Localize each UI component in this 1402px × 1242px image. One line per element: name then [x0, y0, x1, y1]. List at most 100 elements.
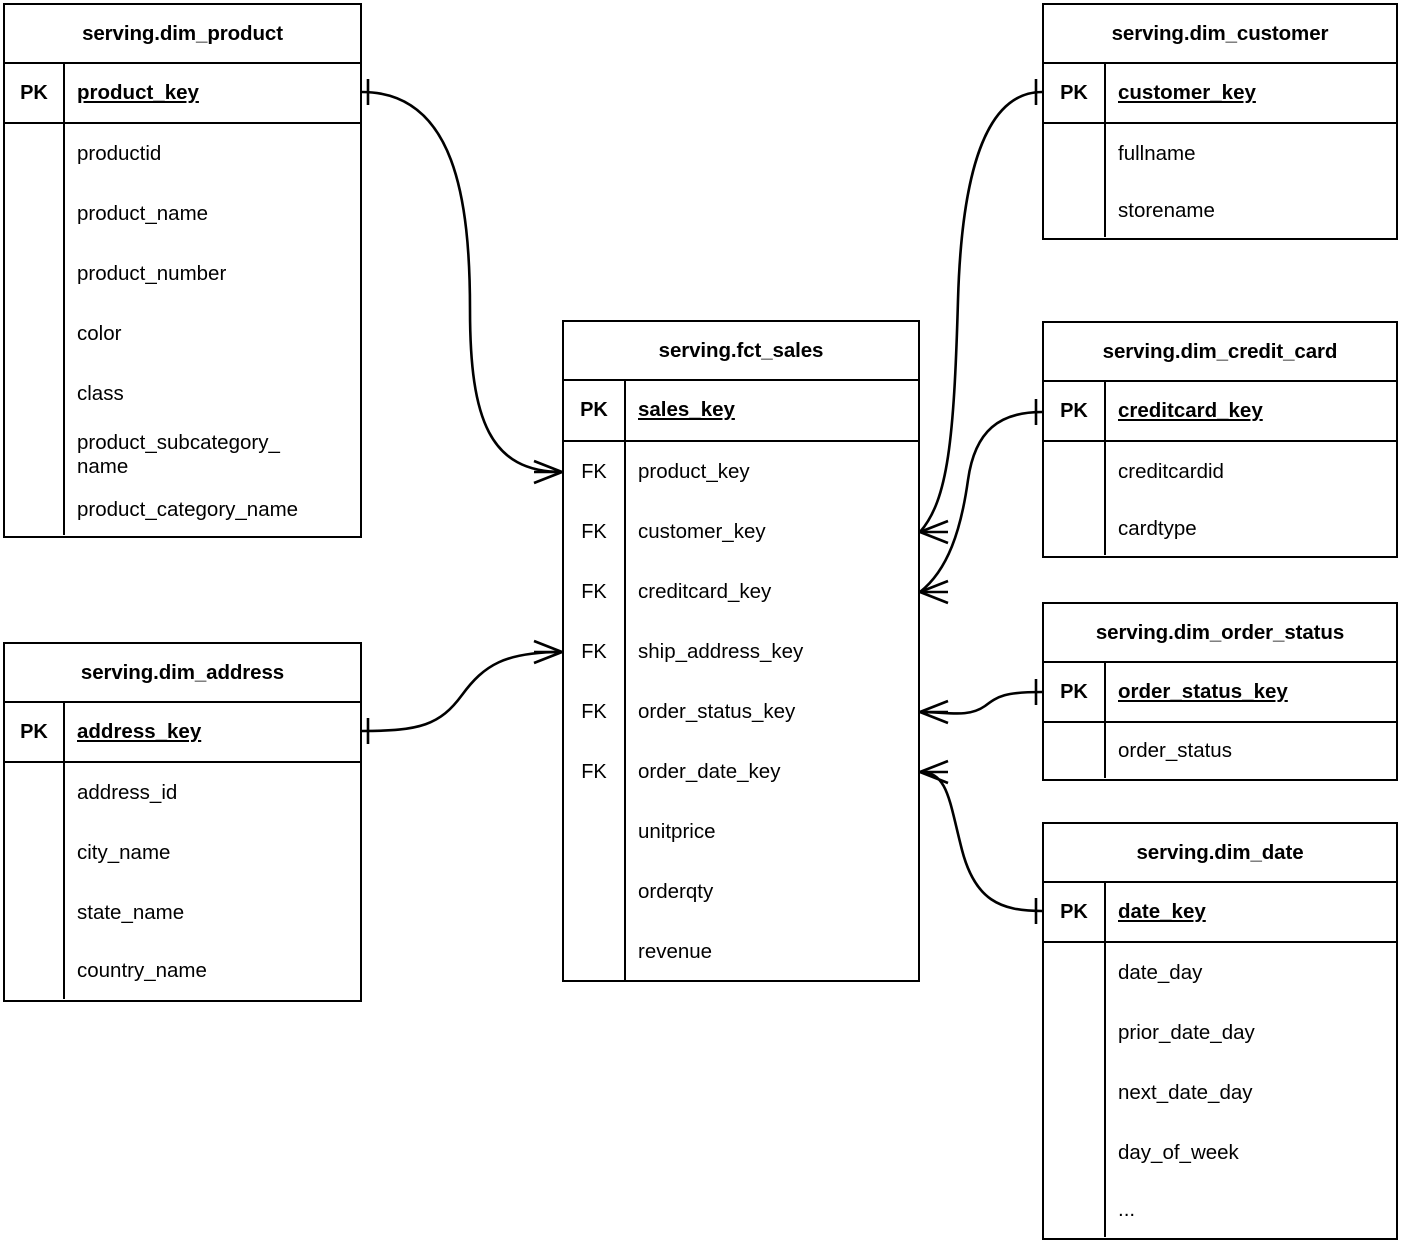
measure-gutter — [564, 802, 626, 981]
attribute-label: address_id — [77, 781, 178, 805]
entity-dim-order-status[interactable]: serving.dim_order_status PK order_status… — [1042, 602, 1398, 781]
pk-badge: PK — [1044, 883, 1106, 941]
entity-title-fct-sales: serving.fct_sales — [564, 322, 918, 381]
attribute-block-dim-credit-card: creditcardid cardtype — [1044, 442, 1396, 555]
attribute-list: address_id city_name state_name country_… — [65, 763, 360, 999]
attribute-row: product_name — [77, 184, 360, 244]
entity-dim-product[interactable]: serving.dim_product PK product_key produ… — [3, 3, 362, 538]
attribute-row: product_category_name — [77, 485, 360, 535]
attribute-row: address_id — [77, 763, 360, 823]
fk-field-name: order_status_key — [638, 699, 796, 723]
attribute-label: product_name — [77, 202, 209, 226]
attribute-row: color — [77, 304, 360, 364]
fk-row: FK order_status_key — [564, 682, 918, 742]
fk-row: FK order_date_key — [564, 742, 918, 802]
pk-row-dim-credit-card: PK creditcard_key — [1044, 382, 1396, 442]
measure-block: unitprice orderqty revenue — [564, 802, 918, 981]
attribute-gutter — [5, 763, 65, 999]
pk-field-name: customer_key — [1118, 80, 1256, 104]
pk-row-fct-sales: PK sales_key — [564, 381, 918, 442]
fk-field-name: creditcard_key — [638, 579, 772, 603]
attribute-label: state_name — [77, 901, 185, 925]
attribute-row: next_date_day — [1118, 1063, 1396, 1123]
measure-row: unitprice — [638, 802, 918, 862]
foreign-key-block: FK product_key FK customer_key FK credit… — [564, 442, 918, 802]
entity-title-dim-address: serving.dim_address — [5, 644, 360, 703]
fk-row: FK customer_key — [564, 502, 918, 562]
relationship-credit-card — [919, 399, 1043, 605]
attribute-label: product_category_name — [77, 498, 299, 522]
entity-dim-credit-card[interactable]: serving.dim_credit_card PK creditcard_ke… — [1042, 321, 1398, 558]
pk-row-dim-customer: PK customer_key — [1044, 64, 1396, 124]
fk-row: FK creditcard_key — [564, 562, 918, 622]
measure-row: revenue — [638, 922, 918, 981]
attribute-row: state_name — [77, 883, 360, 943]
attribute-label: ... — [1118, 1198, 1136, 1222]
attribute-row: city_name — [77, 823, 360, 883]
pk-field-name: address_key — [77, 719, 202, 743]
pk-badge: PK — [5, 703, 65, 761]
attribute-label: next_date_day — [1118, 1081, 1253, 1105]
attribute-row: product_subcategory_ name — [77, 424, 360, 485]
pk-field-name: product_key — [77, 80, 199, 104]
attribute-row: storename — [1118, 184, 1396, 237]
attribute-block-dim-date: date_day prior_date_day next_date_day da… — [1044, 943, 1396, 1237]
attribute-label: productid — [77, 142, 162, 166]
attribute-row: fullname — [1118, 124, 1396, 184]
relationship-address — [361, 639, 563, 744]
attribute-block-dim-address: address_id city_name state_name country_… — [5, 763, 360, 999]
attribute-label: storename — [1118, 198, 1215, 222]
measure-list: unitprice orderqty revenue — [626, 802, 918, 981]
pk-badge: PK — [564, 381, 626, 440]
attribute-label: color — [77, 322, 122, 346]
pk-badge: PK — [1044, 64, 1106, 122]
attribute-label: order_status — [1118, 738, 1232, 762]
attribute-list: order_status — [1106, 723, 1396, 778]
attribute-row: ... — [1118, 1183, 1396, 1237]
attribute-label: fullname — [1118, 142, 1196, 166]
fk-row: FK product_key — [564, 442, 918, 502]
pk-field-name: creditcard_key — [1118, 398, 1263, 422]
relationship-order-status — [919, 679, 1043, 725]
attribute-block-dim-order-status: order_status — [1044, 723, 1396, 778]
attribute-label: cardtype — [1118, 516, 1197, 540]
attribute-label: creditcardid — [1118, 460, 1224, 484]
attribute-block-dim-product: productid product_name product_number co… — [5, 124, 360, 535]
measure-label: unitprice — [638, 820, 716, 844]
pk-field-name: order_status_key — [1118, 679, 1288, 703]
pk-row-dim-date: PK date_key — [1044, 883, 1396, 943]
attribute-gutter — [1044, 943, 1106, 1237]
pk-field-name: date_key — [1118, 899, 1206, 923]
pk-row-dim-order-status: PK order_status_key — [1044, 663, 1396, 723]
attribute-row: class — [77, 364, 360, 424]
attribute-label: date_day — [1118, 961, 1203, 985]
attribute-gutter — [1044, 442, 1106, 555]
attribute-label: product_number — [77, 262, 227, 286]
attribute-list: productid product_name product_number co… — [65, 124, 360, 535]
fk-field-name: product_key — [638, 459, 750, 483]
attribute-block-dim-customer: fullname storename — [1044, 124, 1396, 237]
attribute-row: prior_date_day — [1118, 1003, 1396, 1063]
measure-label: revenue — [638, 939, 713, 963]
pk-badge: PK — [1044, 663, 1106, 721]
entity-dim-date[interactable]: serving.dim_date PK date_key date_day pr… — [1042, 822, 1398, 1240]
attribute-list: date_day prior_date_day next_date_day da… — [1106, 943, 1396, 1237]
entity-title-dim-customer: serving.dim_customer — [1044, 5, 1396, 64]
attribute-list: fullname storename — [1106, 124, 1396, 237]
entity-title-dim-credit-card: serving.dim_credit_card — [1044, 323, 1396, 382]
entity-title-dim-date: serving.dim_date — [1044, 824, 1396, 883]
attribute-label: prior_date_day — [1118, 1021, 1255, 1045]
entity-dim-address[interactable]: serving.dim_address PK address_key addre… — [3, 642, 362, 1002]
attribute-gutter — [1044, 723, 1106, 778]
attribute-row: creditcardid — [1118, 442, 1396, 502]
entity-title-dim-product: serving.dim_product — [5, 5, 360, 64]
fk-badge: FK — [564, 502, 626, 562]
entity-dim-customer[interactable]: serving.dim_customer PK customer_key ful… — [1042, 3, 1398, 240]
relationship-product — [361, 79, 563, 485]
fk-field-name: customer_key — [638, 519, 766, 543]
relationship-date — [919, 759, 1043, 924]
entity-fct-sales[interactable]: serving.fct_sales PK sales_key FK produc… — [562, 320, 920, 982]
pk-field-name: sales_key — [638, 398, 735, 422]
fk-badge: FK — [564, 622, 626, 682]
